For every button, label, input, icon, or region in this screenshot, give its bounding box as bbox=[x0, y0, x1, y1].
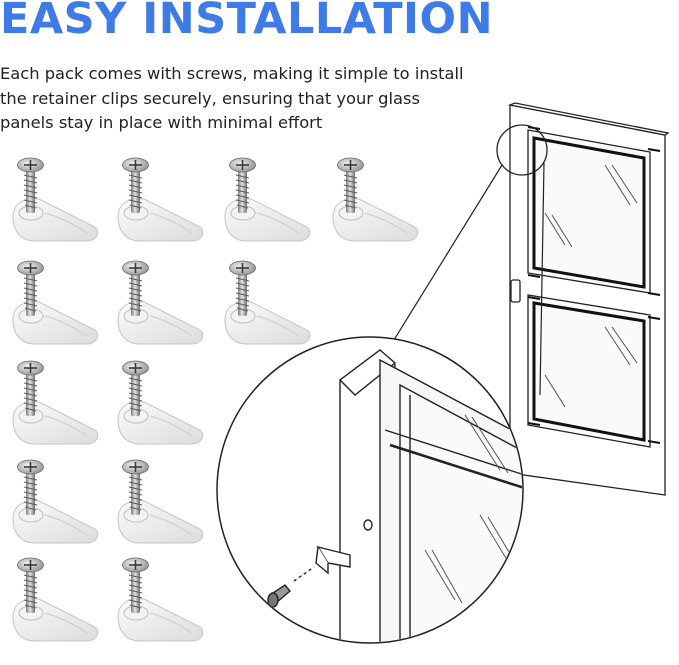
screw-icon bbox=[17, 459, 44, 515]
screw-and-clip bbox=[217, 155, 317, 250]
screw-icon bbox=[229, 260, 256, 316]
screw-icon bbox=[122, 260, 149, 316]
screw-icon bbox=[122, 360, 149, 416]
screw-and-clip bbox=[110, 155, 210, 250]
screw-icon bbox=[17, 260, 44, 316]
screw-icon bbox=[122, 557, 149, 613]
screw-icon bbox=[122, 157, 149, 213]
callout-circle bbox=[496, 124, 548, 176]
screw-and-clip bbox=[217, 258, 317, 353]
screw-and-clip bbox=[5, 555, 105, 650]
magnified-detail bbox=[216, 336, 524, 644]
screw-and-clip bbox=[110, 258, 210, 353]
screw-and-clip bbox=[5, 258, 105, 353]
door bbox=[507, 102, 670, 496]
door-illustration bbox=[216, 102, 670, 644]
screw-icon bbox=[122, 459, 149, 515]
screw-and-clip bbox=[110, 457, 210, 552]
screw-and-clip bbox=[5, 457, 105, 552]
screw-and-clip bbox=[5, 358, 105, 453]
screw-and-clip bbox=[325, 155, 425, 250]
screw-icon bbox=[337, 157, 364, 213]
clip-collection bbox=[0, 155, 430, 665]
screw-and-clip bbox=[5, 155, 105, 250]
screw-icon bbox=[17, 557, 44, 613]
screw-icon bbox=[17, 157, 44, 213]
screw-and-clip bbox=[110, 555, 210, 650]
description: Each pack comes with screws, making it s… bbox=[0, 64, 464, 132]
screw-and-clip bbox=[110, 358, 210, 453]
screw-icon bbox=[229, 157, 256, 213]
heading: EASY INSTALLATION bbox=[0, 0, 494, 44]
screw-icon bbox=[17, 360, 44, 416]
